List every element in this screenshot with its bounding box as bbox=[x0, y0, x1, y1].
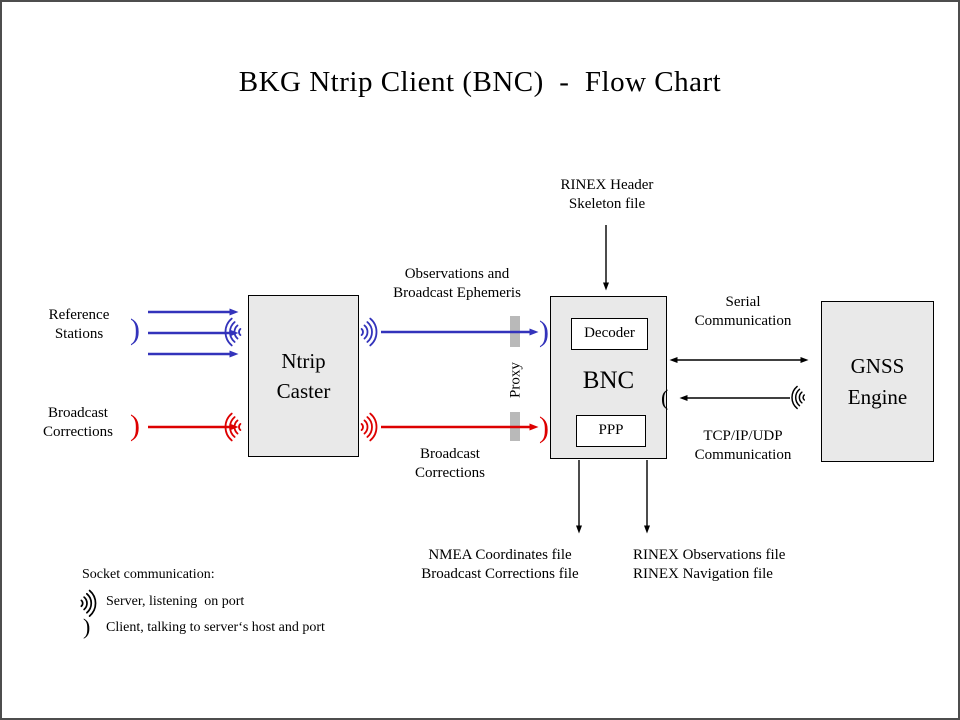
ppp-box: PPP bbox=[576, 415, 646, 447]
ntrip-caster-box-label: Ntrip Caster bbox=[276, 348, 331, 403]
gnss-engine-box-label: GNSS Engine bbox=[847, 354, 908, 409]
nmea-output-files-label: NMEA Coordinates file Broadcast Correcti… bbox=[421, 547, 579, 583]
client-socket-icon: ) bbox=[83, 614, 91, 639]
ntrip-caster-box: Ntrip Caster bbox=[248, 295, 359, 457]
client-socket-icon: ( bbox=[661, 385, 669, 410]
client-socket-icon: ) bbox=[130, 313, 140, 346]
proxy-label: Proxy bbox=[507, 362, 524, 398]
server-socket-icon bbox=[791, 385, 805, 410]
broadcast-corrections-input-label: Broadcast Corrections bbox=[43, 405, 113, 441]
broadcast-corrections-stream-label: Broadcast Corrections bbox=[415, 446, 485, 482]
client-socket-icon: ) bbox=[539, 315, 549, 348]
bnc-box-label: BNC bbox=[582, 367, 635, 394]
server-socket-icon bbox=[360, 412, 378, 442]
tcpip-udp-communication-label: TCP/IP/UDP Communication bbox=[694, 428, 792, 464]
gnss-engine-box: GNSS Engine bbox=[821, 301, 934, 462]
server-socket-icon bbox=[360, 317, 378, 347]
proxy-bar-bottom bbox=[510, 412, 520, 441]
reference-stations-label: Reference Stations bbox=[48, 307, 110, 343]
server-socket-icon bbox=[80, 589, 97, 617]
server-socket-icon bbox=[224, 412, 242, 442]
ppp-box-label: PPP bbox=[598, 422, 624, 439]
legend-title: Socket communication: bbox=[82, 567, 215, 582]
page-title: BKG Ntrip Client (BNC) - Flow Chart bbox=[238, 66, 722, 98]
rinex-header-skeleton-label: RINEX Header Skeleton file bbox=[560, 177, 654, 213]
legend-server-item: Server, listening on port bbox=[106, 594, 245, 609]
client-socket-icon: ) bbox=[539, 411, 549, 444]
decoder-box-label: Decoder bbox=[584, 325, 635, 342]
proxy-bar-top bbox=[510, 316, 520, 347]
client-socket-icon: ) bbox=[130, 409, 140, 442]
observations-ephemeris-label: Observations and Broadcast Ephemeris bbox=[393, 266, 521, 302]
rinex-output-files-label: RINEX Observations file RINEX Navigation… bbox=[633, 547, 786, 583]
legend-client-item: Client, talking to server‘s host and por… bbox=[106, 620, 325, 635]
serial-communication-label: Serial Communication bbox=[694, 294, 792, 330]
server-socket-icon bbox=[224, 317, 242, 347]
bnc-box: BNC Decoder PPP bbox=[550, 296, 667, 459]
decoder-box: Decoder bbox=[571, 318, 648, 350]
